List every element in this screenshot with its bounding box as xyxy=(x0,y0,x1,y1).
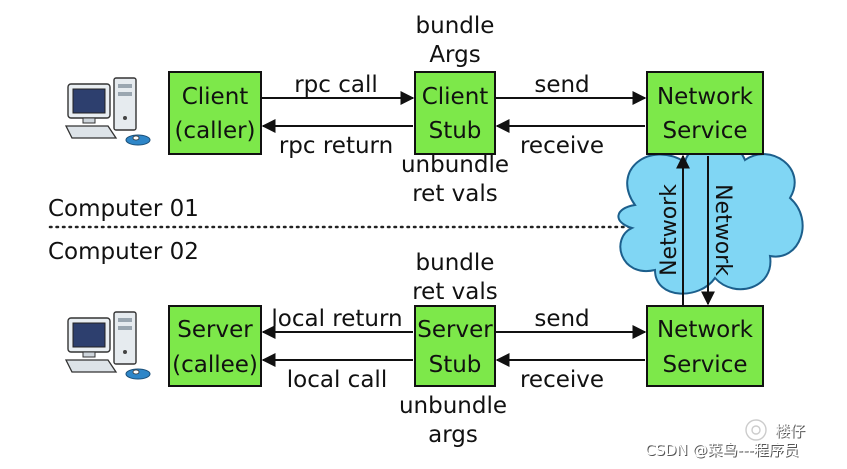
top-receive-label: receive xyxy=(520,133,604,159)
watermark-credit-shadow: CSDN @菜鸟---程序员 xyxy=(646,442,800,460)
rpc-call-label: rpc call xyxy=(294,72,378,98)
watermark-credit: CSDN @菜鸟---程序员 xyxy=(645,441,799,459)
client-box-line1: Client xyxy=(182,84,249,110)
network-service-bottom-box xyxy=(646,305,764,387)
network-service-top-line1: Network xyxy=(657,84,754,110)
network-service-bottom-line2: Service xyxy=(662,352,747,378)
client-box xyxy=(168,71,262,155)
client-stub-above-line1: bundle xyxy=(416,13,495,39)
network-link-left-label: Network xyxy=(657,184,682,276)
top-send-label: send xyxy=(534,72,589,98)
network-service-top-line2: Service xyxy=(662,118,747,144)
server-stub-below-line1: unbundle xyxy=(399,393,507,419)
local-return-label: local return xyxy=(271,306,402,332)
watermark-account: 楼仔 xyxy=(775,422,805,440)
computer-01-label: Computer 01 xyxy=(48,196,199,222)
rpc-return-label: rpc return xyxy=(279,133,393,159)
server-box-line1: Server xyxy=(177,317,253,343)
server-stub-below-line2: args xyxy=(428,422,478,448)
network-service-top-box xyxy=(646,71,764,155)
client-stub-above-line2: Args xyxy=(429,42,480,68)
network-link-right-label: Network xyxy=(710,184,735,276)
desktop-computer-icon xyxy=(65,77,151,146)
server-stub-box xyxy=(414,305,496,387)
server-stub-above-line1: bundle xyxy=(416,250,495,276)
server-stub-above-line2: ret vals xyxy=(412,279,498,305)
local-call-label: local call xyxy=(287,367,387,393)
server-box xyxy=(168,305,262,387)
network-service-bottom-line1: Network xyxy=(657,317,754,343)
client-stub-box xyxy=(414,71,496,155)
client-box-line2: (caller) xyxy=(174,118,255,144)
client-stub-below-line2: ret vals xyxy=(412,181,498,207)
client-stub-line1: Client xyxy=(422,84,489,110)
computer-02-label: Computer 02 xyxy=(48,239,199,265)
client-stub-line2: Stub xyxy=(429,118,482,144)
client-stub-below-line1: unbundle xyxy=(401,152,509,178)
watermark-account-shadow: 楼仔 xyxy=(776,423,806,441)
bottom-send-label: send xyxy=(534,306,589,332)
server-stub-line1: Server xyxy=(417,317,493,343)
server-stub-line2: Stub xyxy=(429,352,482,378)
desktop-computer-icon xyxy=(65,311,151,380)
server-box-line2: (callee) xyxy=(172,352,258,378)
bottom-receive-label: receive xyxy=(520,367,604,393)
wechat-channel-icon xyxy=(745,419,767,441)
